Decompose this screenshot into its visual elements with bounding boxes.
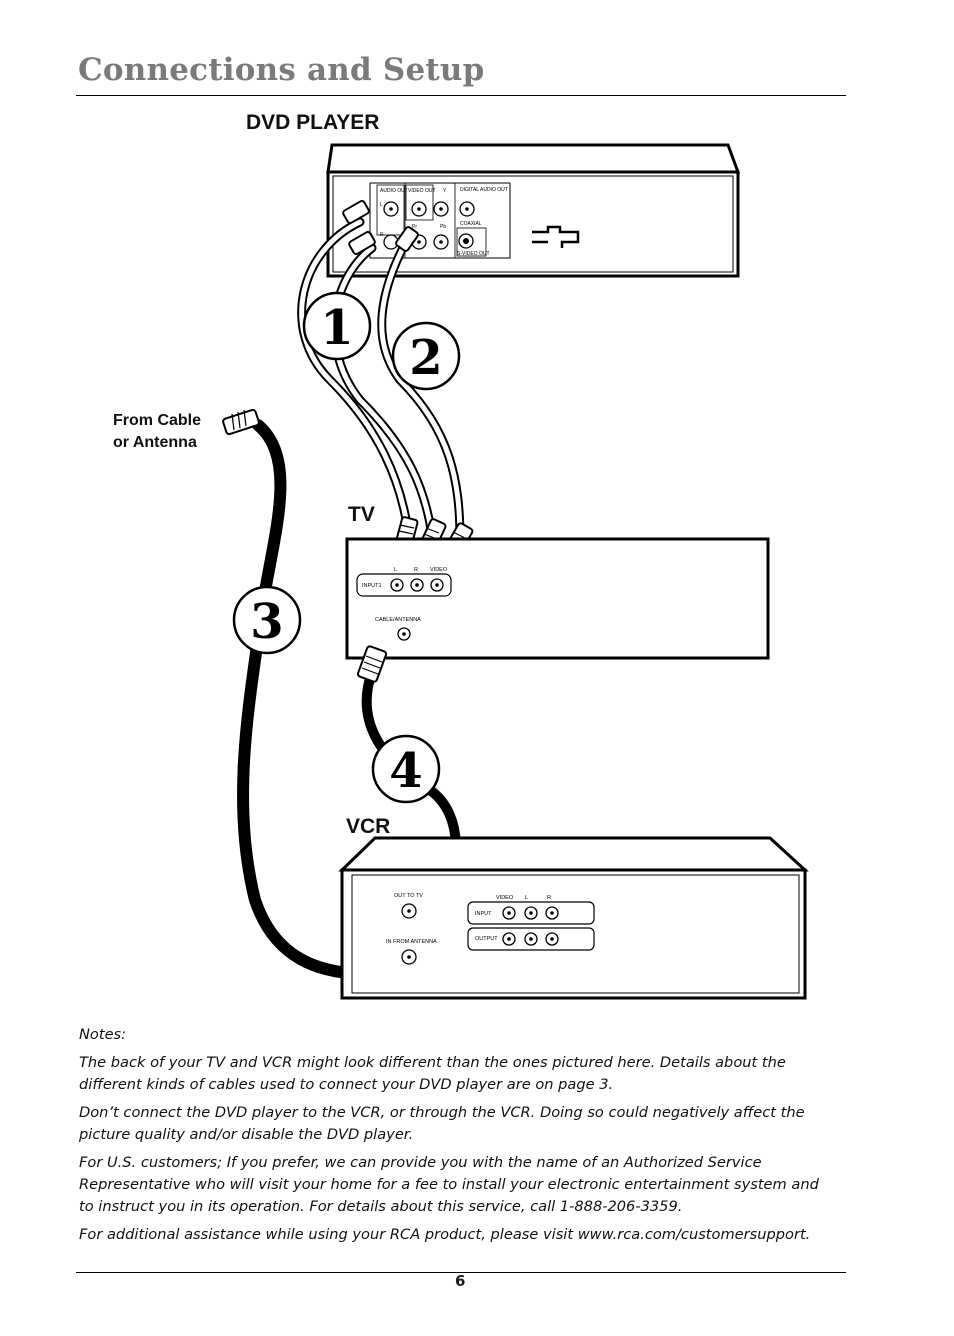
from-cable-antenna-label: From Cable or Antenna (113, 410, 201, 454)
digital-audio-out-label: DIGITAL AUDIO OUT (460, 187, 508, 193)
pr-label: Pr (412, 224, 417, 230)
step-2-badge: 2 (391, 321, 461, 391)
tv-r-label: R (414, 567, 418, 573)
s-video-out-label: S-VIDEO OUT (457, 251, 490, 257)
notes-paragraph-4: For additional assistance while using yo… (79, 1226, 811, 1243)
notes-heading: Notes: (79, 1026, 127, 1043)
from-cable-line2: or Antenna (113, 434, 197, 451)
vcr-label: VCR (346, 815, 391, 838)
step-3-number: 3 (250, 594, 283, 650)
cable-1 (297, 217, 437, 540)
step-4-badge: 4 (371, 734, 441, 804)
pb-label: Pb (440, 224, 446, 230)
notes-section: Notes: The back of your TV and VCR might… (79, 1024, 829, 1252)
connection-diagram: AUDIO OUT VIDEO OUT Y Pb Pr L R DIGITAL … (222, 143, 809, 1000)
cable-2 (377, 233, 465, 545)
footer-rule (76, 1272, 846, 1273)
dvd-player: AUDIO OUT VIDEO OUT Y Pb Pr L R DIGITAL … (326, 143, 741, 278)
vcr-video-label: VIDEO (496, 895, 514, 901)
l-label: L (380, 202, 383, 208)
step-2-number: 2 (409, 330, 442, 386)
tv: INPUT1 L R VIDEO CABLE/ANTENNA (345, 537, 770, 660)
step-1-badge: 1 (302, 291, 372, 361)
vcr-l-label: L (525, 895, 528, 901)
video-out-label: VIDEO OUT (408, 188, 436, 194)
out-to-tv-label: OUT TO TV (394, 893, 423, 899)
notes-paragraph-3: For U.S. customers; If you prefer, we ca… (79, 1154, 819, 1215)
step-1-number: 1 (320, 300, 353, 356)
step-3-badge: 3 (232, 585, 302, 655)
page-number: 6 (455, 1272, 466, 1290)
tv-label: TV (348, 503, 375, 526)
coaxial-label: COAXIAL (460, 221, 482, 227)
vcr-output-label: OUTPUT (475, 936, 498, 942)
tv-l-label: L (394, 567, 397, 573)
tv-video-label: VIDEO (430, 567, 448, 573)
r-label: R (380, 232, 384, 238)
vcr-input-label: INPUT (475, 911, 492, 917)
input1-label: INPUT1 (362, 583, 382, 589)
vcr-r-label: R (547, 895, 551, 901)
vcr: OUT TO TV IN FROM ANTENNA VIDEO L R INPU… (338, 836, 809, 1000)
header-rule (76, 95, 846, 96)
cable-antenna-label: CABLE/ANTENNA (375, 617, 421, 623)
audio-out-label: AUDIO OUT (380, 188, 408, 194)
step-4-number: 4 (389, 743, 422, 799)
notes-paragraph-2: Don’t connect the DVD player to the VCR,… (79, 1104, 805, 1143)
page-title: Connections and Setup (78, 52, 485, 88)
y-label: Y (443, 188, 447, 194)
notes-paragraph-1: The back of your TV and VCR might look d… (79, 1054, 786, 1093)
from-cable-line1: From Cable (113, 412, 202, 429)
dvd-player-label: DVD PLAYER (246, 111, 380, 134)
in-from-antenna-label: IN FROM ANTENNA (386, 939, 437, 945)
